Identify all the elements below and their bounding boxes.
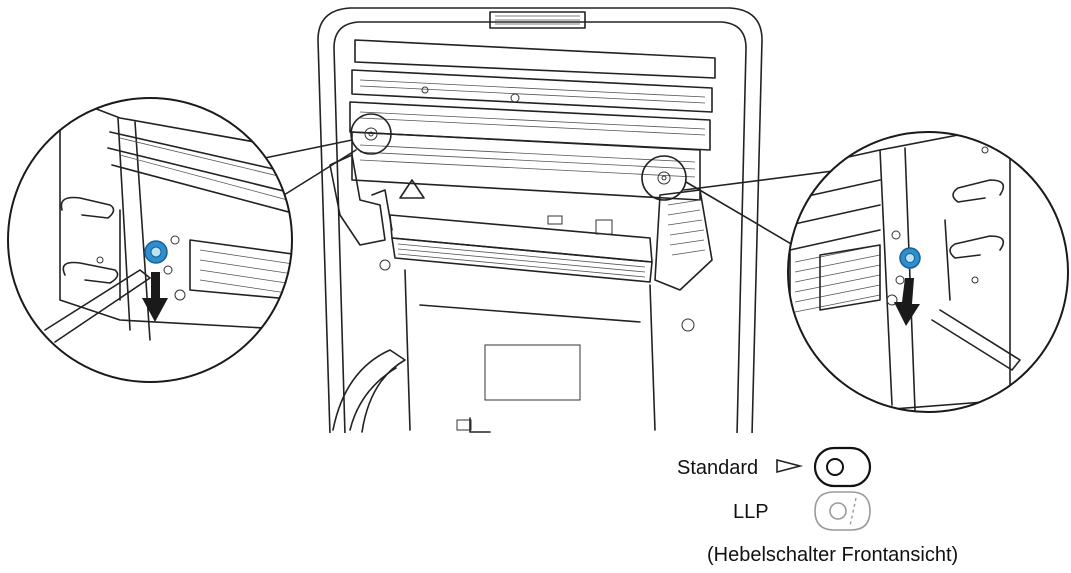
printer-body: [317, 7, 763, 439]
standard-label: Standard: [677, 457, 759, 479]
figure-caption: (Hebelschalter Frontansicht): [707, 544, 959, 566]
right-zoom-detail: [787, 131, 1069, 413]
warning-triangle-icon: [399, 179, 425, 199]
lever-switch-icon: [144, 240, 168, 264]
switch-legend: [776, 446, 872, 531]
left-zoom-detail: [7, 97, 293, 383]
left-lever-callout: [350, 113, 392, 155]
down-arrow-icon: [894, 278, 920, 326]
llp-label: LLP: [733, 501, 769, 523]
callout-leaders: [254, 139, 881, 269]
triangle-pointer-icon: [776, 458, 804, 474]
right-lever-callout: [641, 155, 687, 201]
logo-plate: [489, 11, 586, 29]
llp-switch: [814, 491, 871, 531]
down-arrow-icon: [142, 272, 168, 322]
lever-switch-icon: [899, 247, 921, 269]
